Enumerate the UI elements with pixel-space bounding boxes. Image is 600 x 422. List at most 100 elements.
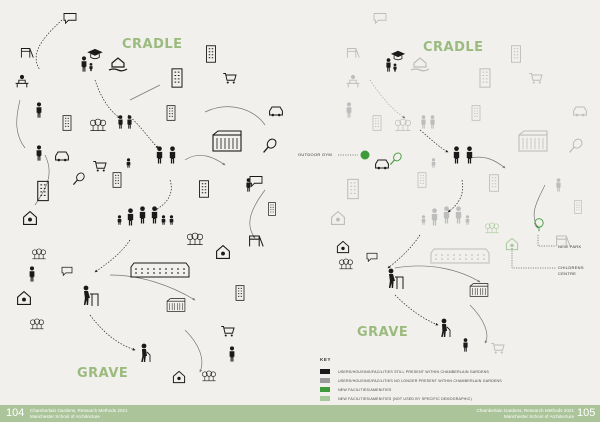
key-item: NEW FACILITIES/AMENITIES (NOT USED BY SP… [320, 394, 510, 403]
key-swatch-absent [320, 378, 330, 383]
tennis-racket-icon [262, 138, 278, 154]
person-icon [127, 115, 132, 129]
key-title: KEY [320, 357, 332, 362]
chat-icon [63, 13, 77, 24]
child-icon [431, 158, 436, 168]
car-icon [573, 106, 587, 117]
shopping-cart-icon [490, 342, 505, 354]
house-icon [172, 370, 186, 384]
grave-title-right: GRAVE [357, 325, 409, 340]
key-label: NEW FACILITIES/AMENITIES (NOT USED BY SP… [338, 396, 472, 401]
credit-line: Manchester School of Architecture [30, 413, 100, 419]
trees-icon [202, 370, 216, 382]
credit-right: Chamberlain Gardens, Research Methods 20… [466, 408, 574, 419]
shopping-cart-icon [92, 160, 107, 172]
person-icon [118, 115, 123, 129]
credit-line: Chamberlain Gardens, Research Methods 20… [30, 408, 128, 413]
shopping-cart-icon [220, 325, 235, 337]
graduation-cap-icon [390, 50, 406, 61]
person-icon [151, 206, 158, 224]
person-icon [386, 58, 391, 72]
tower-block-icon [479, 68, 491, 88]
person-icon [431, 208, 438, 226]
car-icon [375, 159, 389, 170]
house-icon [216, 245, 230, 259]
child-icon [421, 215, 426, 225]
trees-icon [394, 118, 412, 132]
chat-icon [366, 252, 378, 262]
tower-block-icon [171, 68, 183, 88]
care-home-icon [469, 283, 489, 297]
person-icon [246, 178, 251, 192]
person-icon [556, 178, 561, 192]
right-faded-icons [331, 13, 587, 354]
shop-icon [471, 105, 481, 121]
flats-icon [417, 172, 427, 188]
school-desk-icon [15, 74, 29, 88]
flats-icon [235, 285, 245, 301]
tower-block-icon [488, 174, 500, 192]
trees-icon [485, 222, 499, 234]
key-legend: KEY USERS/HOUSING/FACILITIES STILL PRESE… [320, 357, 510, 403]
right-present-icons [336, 50, 489, 352]
playground-icon [249, 235, 264, 247]
child-icon [89, 62, 93, 72]
shop-icon [268, 202, 276, 216]
left-flow-arrows [16, 19, 266, 373]
tower-block-icon [206, 45, 216, 63]
terraced-housing-icon [430, 248, 490, 264]
tennis-racket-icon [389, 152, 403, 166]
grave-title-left: GRAVE [77, 366, 129, 381]
apartment-block-icon [518, 130, 548, 152]
person-icon [443, 206, 450, 224]
tennis-racket-icon [568, 138, 584, 154]
housing-support-icon [410, 57, 430, 72]
shop-icon [166, 105, 176, 121]
housing-support-icon [108, 57, 128, 72]
person-icon [466, 146, 473, 164]
person-icon [156, 146, 163, 164]
childrens-centre-icon [505, 237, 519, 251]
child-icon [161, 215, 166, 225]
terraced-housing-icon [130, 262, 190, 278]
tower-block-icon [511, 45, 521, 63]
key-swatch-new [320, 387, 330, 392]
care-home-icon [166, 298, 186, 312]
child-icon [117, 215, 122, 225]
tower-block-icon [347, 178, 359, 200]
child-icon [126, 158, 131, 168]
person-icon [455, 206, 462, 224]
child-icon [465, 215, 470, 225]
person-icon [346, 102, 352, 118]
school-desk-icon [346, 74, 360, 88]
car-icon [269, 106, 283, 117]
credit-line: Chamberlain Gardens, Research Methods 20… [476, 408, 574, 413]
shopping-cart-icon [528, 72, 543, 84]
key-item: USERS/HOUSING/FACILITIES NO LONGER PRESE… [320, 376, 510, 385]
playground-icon [346, 48, 360, 59]
callout-leaders [338, 154, 556, 269]
trees-icon [32, 248, 46, 260]
trees-icon [30, 318, 44, 330]
chat-icon [373, 13, 387, 24]
key-label: USERS/HOUSING/FACILITIES NO LONGER PRESE… [338, 378, 502, 383]
person-icon [139, 206, 146, 224]
key-item: USERS/HOUSING/FACILITIES STILL PRESENT W… [320, 367, 510, 376]
outdoor-gym-label: OUTDOOR GYM [298, 152, 332, 157]
footer-bar [0, 405, 600, 422]
key-swatch-new-unused [320, 396, 330, 401]
outdoor-gym-icon [360, 150, 370, 160]
child-icon [393, 63, 397, 72]
trees-icon [339, 258, 353, 270]
elderly-cane-icon [440, 318, 451, 338]
person-icon [36, 145, 42, 161]
person-icon [229, 346, 235, 362]
left-icons [15, 13, 283, 384]
credit-left: Chamberlain Gardens, Research Methods 20… [30, 408, 128, 419]
house-icon [336, 240, 350, 254]
shopping-cart-icon [222, 72, 237, 84]
key-label: NEW FACILITIES/AMENITIES [338, 387, 392, 392]
flats-icon [62, 115, 72, 131]
new-park-label: NEW PARK [558, 244, 582, 249]
